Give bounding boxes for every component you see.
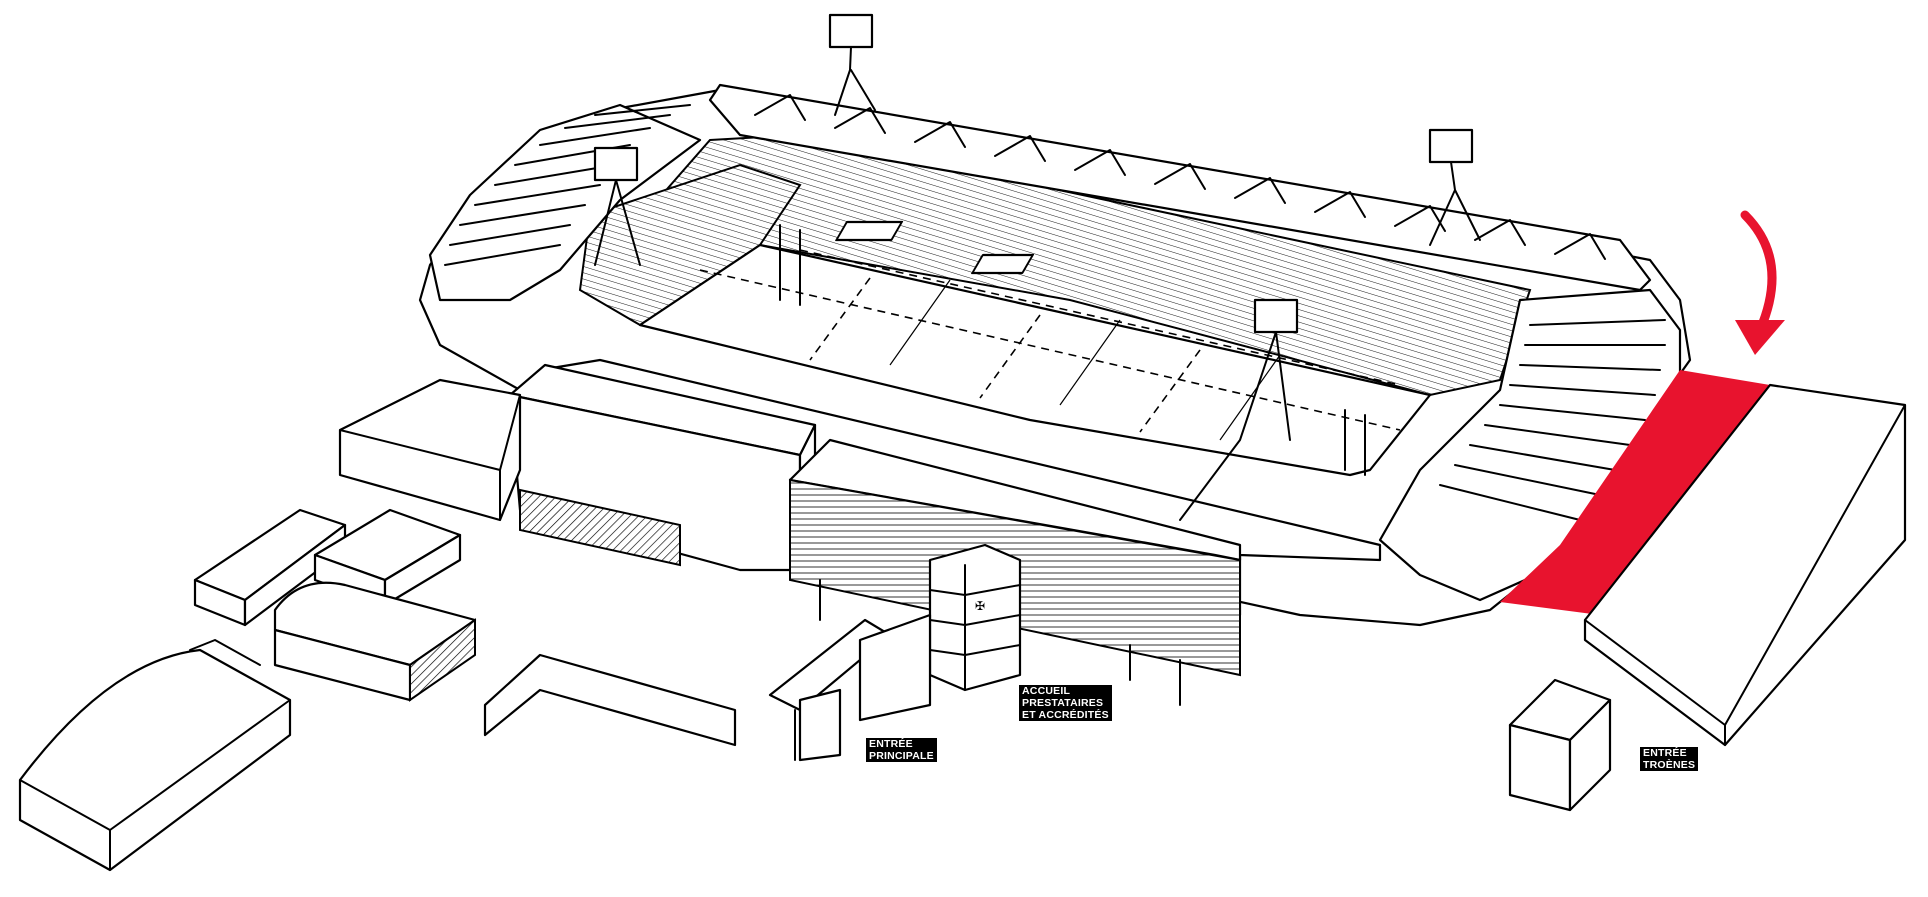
roof-vent [971, 253, 1035, 275]
highlighted-east-zone [1500, 370, 1770, 615]
main-entrance-kiosk [858, 613, 932, 722]
main-entrance-label: ENTRÉE PRINCIPALE [866, 738, 937, 762]
floodlight-south-east [1179, 298, 1299, 521]
pitch [638, 243, 1432, 477]
low-wall [483, 653, 737, 747]
floodlight-north-east [1428, 128, 1481, 246]
roof-vent [835, 220, 904, 242]
club-crest-icon: ✠ [975, 599, 985, 613]
east-hall [1583, 383, 1907, 747]
east-kiosk [1508, 723, 1572, 812]
west-hangar [338, 378, 522, 522]
north-stand-roof [708, 83, 1652, 292]
main-stand-mesh [519, 488, 681, 567]
north-roof-trusses [754, 94, 1606, 260]
curved-arrow-down-icon [1740, 210, 1777, 335]
providers-reception-label: ACCUEIL PRESTATAIRES ET ACCRÉDITÉS [1019, 685, 1112, 721]
west-large-hangar [18, 648, 292, 872]
floodlight-west [593, 146, 641, 266]
troenes-entrance-label: ENTRÉE TROÈNES [1640, 747, 1699, 771]
floodlight-north-west [828, 13, 876, 116]
